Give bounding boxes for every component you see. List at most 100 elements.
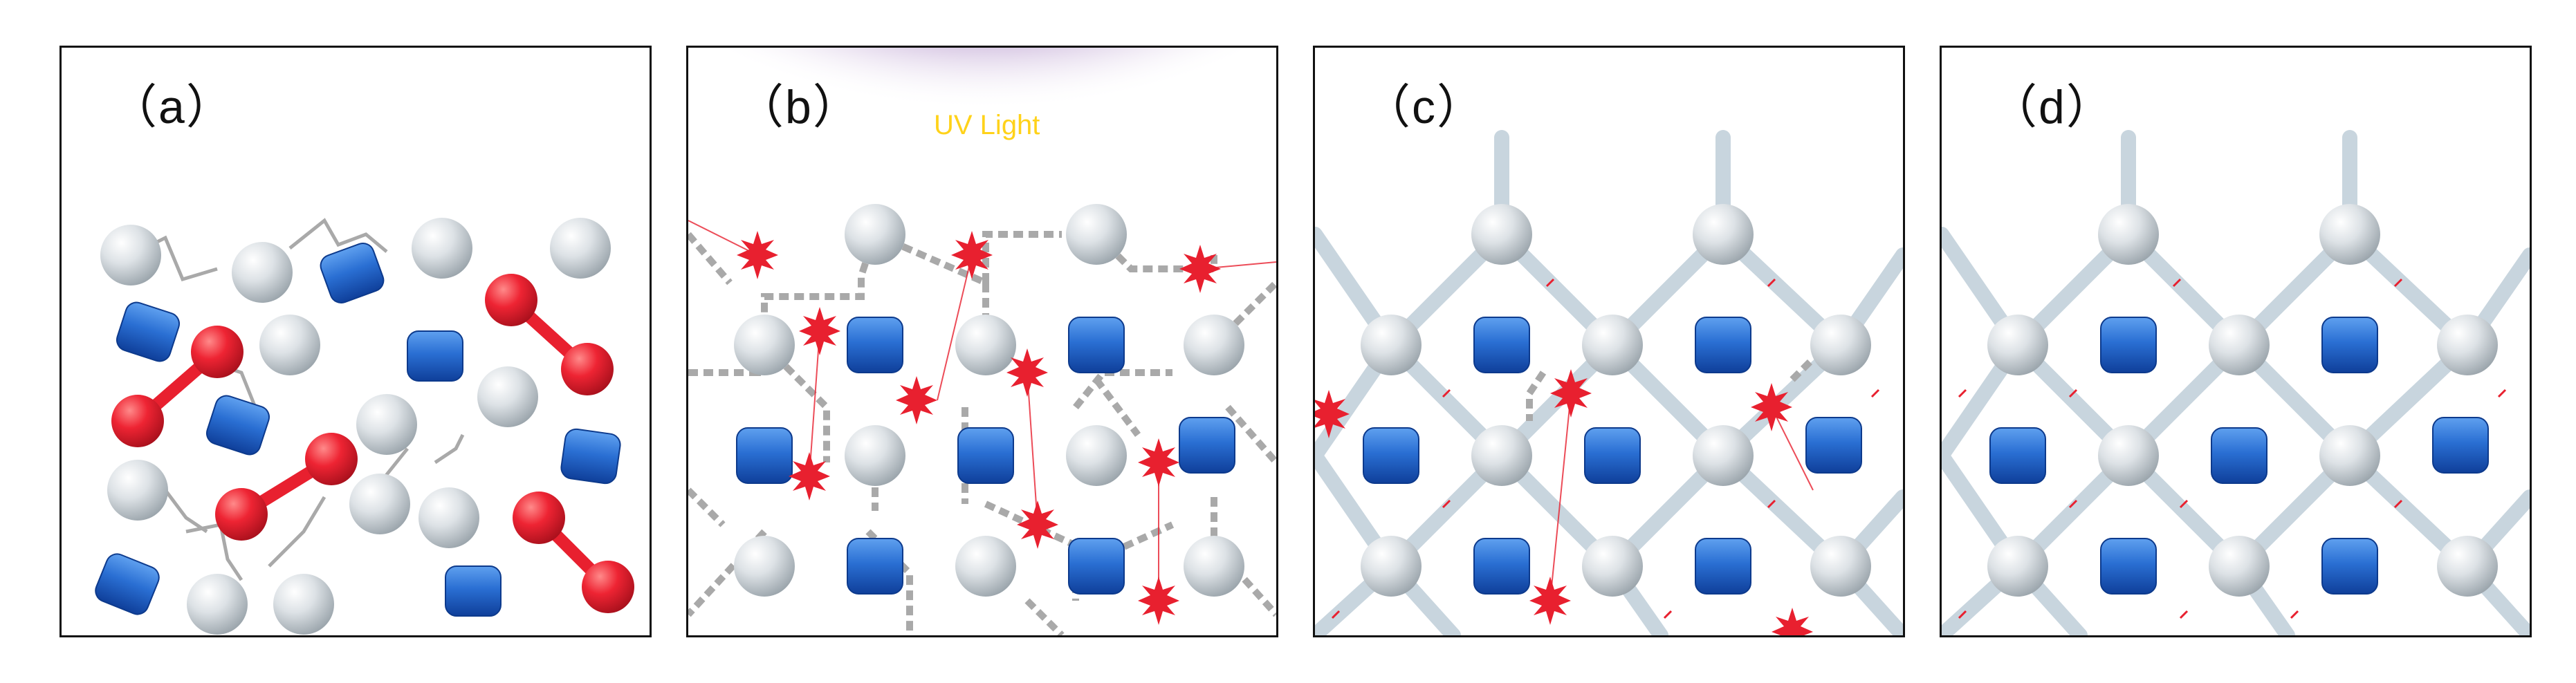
gray-sphere — [2209, 315, 2270, 375]
gray-sphere — [2209, 536, 2270, 597]
gray-sphere — [2098, 204, 2159, 265]
gray-sphere — [100, 225, 161, 286]
gray-sphere — [1582, 315, 1643, 375]
blue-cube — [2321, 317, 2378, 373]
red-sphere — [561, 343, 614, 395]
red-sphere — [191, 326, 243, 378]
panel-a-art — [95, 218, 634, 635]
gray-sphere — [477, 366, 538, 427]
blue-cube — [847, 538, 903, 595]
gray-sphere — [349, 474, 410, 534]
blue-cube — [560, 428, 621, 485]
gray-sphere — [1066, 425, 1127, 486]
radical-star — [1315, 390, 1350, 438]
panel-a: （a） — [59, 46, 652, 637]
gray-sphere — [845, 425, 905, 486]
panel-b-art — [688, 48, 1276, 635]
uv-light-glow — [711, 48, 1260, 193]
radical-star — [1529, 577, 1571, 625]
blue-cube — [1363, 427, 1419, 484]
panel-d-label: （d） — [1990, 81, 2115, 133]
radical-star — [1138, 438, 1179, 487]
radical-star — [1772, 608, 1813, 635]
blue-cube — [1989, 427, 2046, 484]
radical-star — [799, 307, 840, 355]
radical-star — [896, 376, 937, 424]
gray-sphere — [845, 204, 905, 265]
red-sphere — [513, 492, 565, 544]
gray-sphere — [356, 394, 417, 455]
gray-sphere — [734, 315, 795, 375]
blue-cube — [205, 395, 270, 456]
gray-sphere — [1810, 536, 1871, 597]
gray-sphere — [2437, 536, 2498, 597]
panel-b-label: （b） — [737, 81, 861, 133]
blue-cube — [2321, 538, 2378, 595]
gray-sphere — [273, 574, 334, 635]
gray-sphere — [1987, 536, 2048, 597]
blue-cube — [95, 553, 160, 615]
panel-c: （c） — [1313, 46, 1905, 637]
blue-cube — [2432, 417, 2489, 474]
gray-sphere — [1361, 536, 1422, 597]
gray-sphere — [1987, 315, 2048, 375]
blue-cube — [1179, 417, 1235, 474]
blue-cube — [2100, 538, 2157, 595]
blue-cube — [445, 565, 502, 617]
radical-star — [951, 231, 993, 279]
radical-star — [1138, 577, 1179, 625]
gray-sphere — [1361, 315, 1422, 375]
blue-cube — [1805, 417, 1862, 474]
gray-sphere — [550, 218, 611, 279]
radical-star — [1006, 348, 1048, 397]
gray-sphere — [1582, 536, 1643, 597]
radical-star — [1751, 383, 1792, 431]
blue-cube — [1695, 538, 1751, 595]
gray-sphere — [1184, 315, 1244, 375]
radical-star — [1017, 500, 1058, 549]
panel-c-label: （c） — [1363, 81, 1486, 133]
gray-sphere — [1184, 536, 1244, 597]
gray-sphere — [2098, 425, 2159, 486]
gray-sphere — [418, 487, 479, 548]
blue-cube — [847, 317, 903, 373]
blue-cube — [1473, 317, 1530, 373]
panel-c-art — [1315, 130, 1903, 635]
gray-sphere — [107, 460, 168, 521]
dumbbell-spheres — [111, 274, 634, 613]
red-sphere — [305, 433, 358, 485]
gray-sphere — [412, 218, 472, 279]
blue-cube — [2100, 317, 2157, 373]
gray-sphere — [2319, 204, 2380, 265]
gray-sphere — [187, 574, 248, 635]
blue-cube — [2211, 427, 2267, 484]
gray-sphere — [2437, 315, 2498, 375]
gray-sphere — [1471, 425, 1532, 486]
blue-cube — [1068, 317, 1125, 373]
blue-cube — [1068, 538, 1125, 595]
radical-star — [737, 231, 778, 279]
gray-sphere — [1471, 204, 1532, 265]
gray-sphere — [734, 536, 795, 597]
gray-sphere — [2319, 425, 2380, 486]
blue-cube — [1695, 317, 1751, 373]
gray-sphere — [955, 536, 1016, 597]
radical-star — [1179, 245, 1221, 293]
blue-cube — [116, 301, 181, 362]
red-sphere — [582, 561, 634, 613]
uv-light-label: UV Light — [934, 110, 1040, 140]
blue-cube — [1584, 427, 1641, 484]
red-sphere — [111, 395, 164, 447]
gray-sphere — [259, 315, 320, 375]
gray-sphere — [1693, 425, 1754, 486]
blue-cube — [320, 242, 385, 304]
blue-cube — [1473, 538, 1530, 595]
gray-sphere — [1066, 204, 1127, 265]
gray-sphere — [232, 242, 293, 303]
blue-cube — [736, 427, 793, 484]
radical-star — [1550, 369, 1592, 418]
panel-d: （d） — [1940, 46, 2532, 637]
panel-d-art — [1942, 130, 2530, 635]
gray-sphere — [1810, 315, 1871, 375]
red-sphere — [485, 274, 537, 326]
